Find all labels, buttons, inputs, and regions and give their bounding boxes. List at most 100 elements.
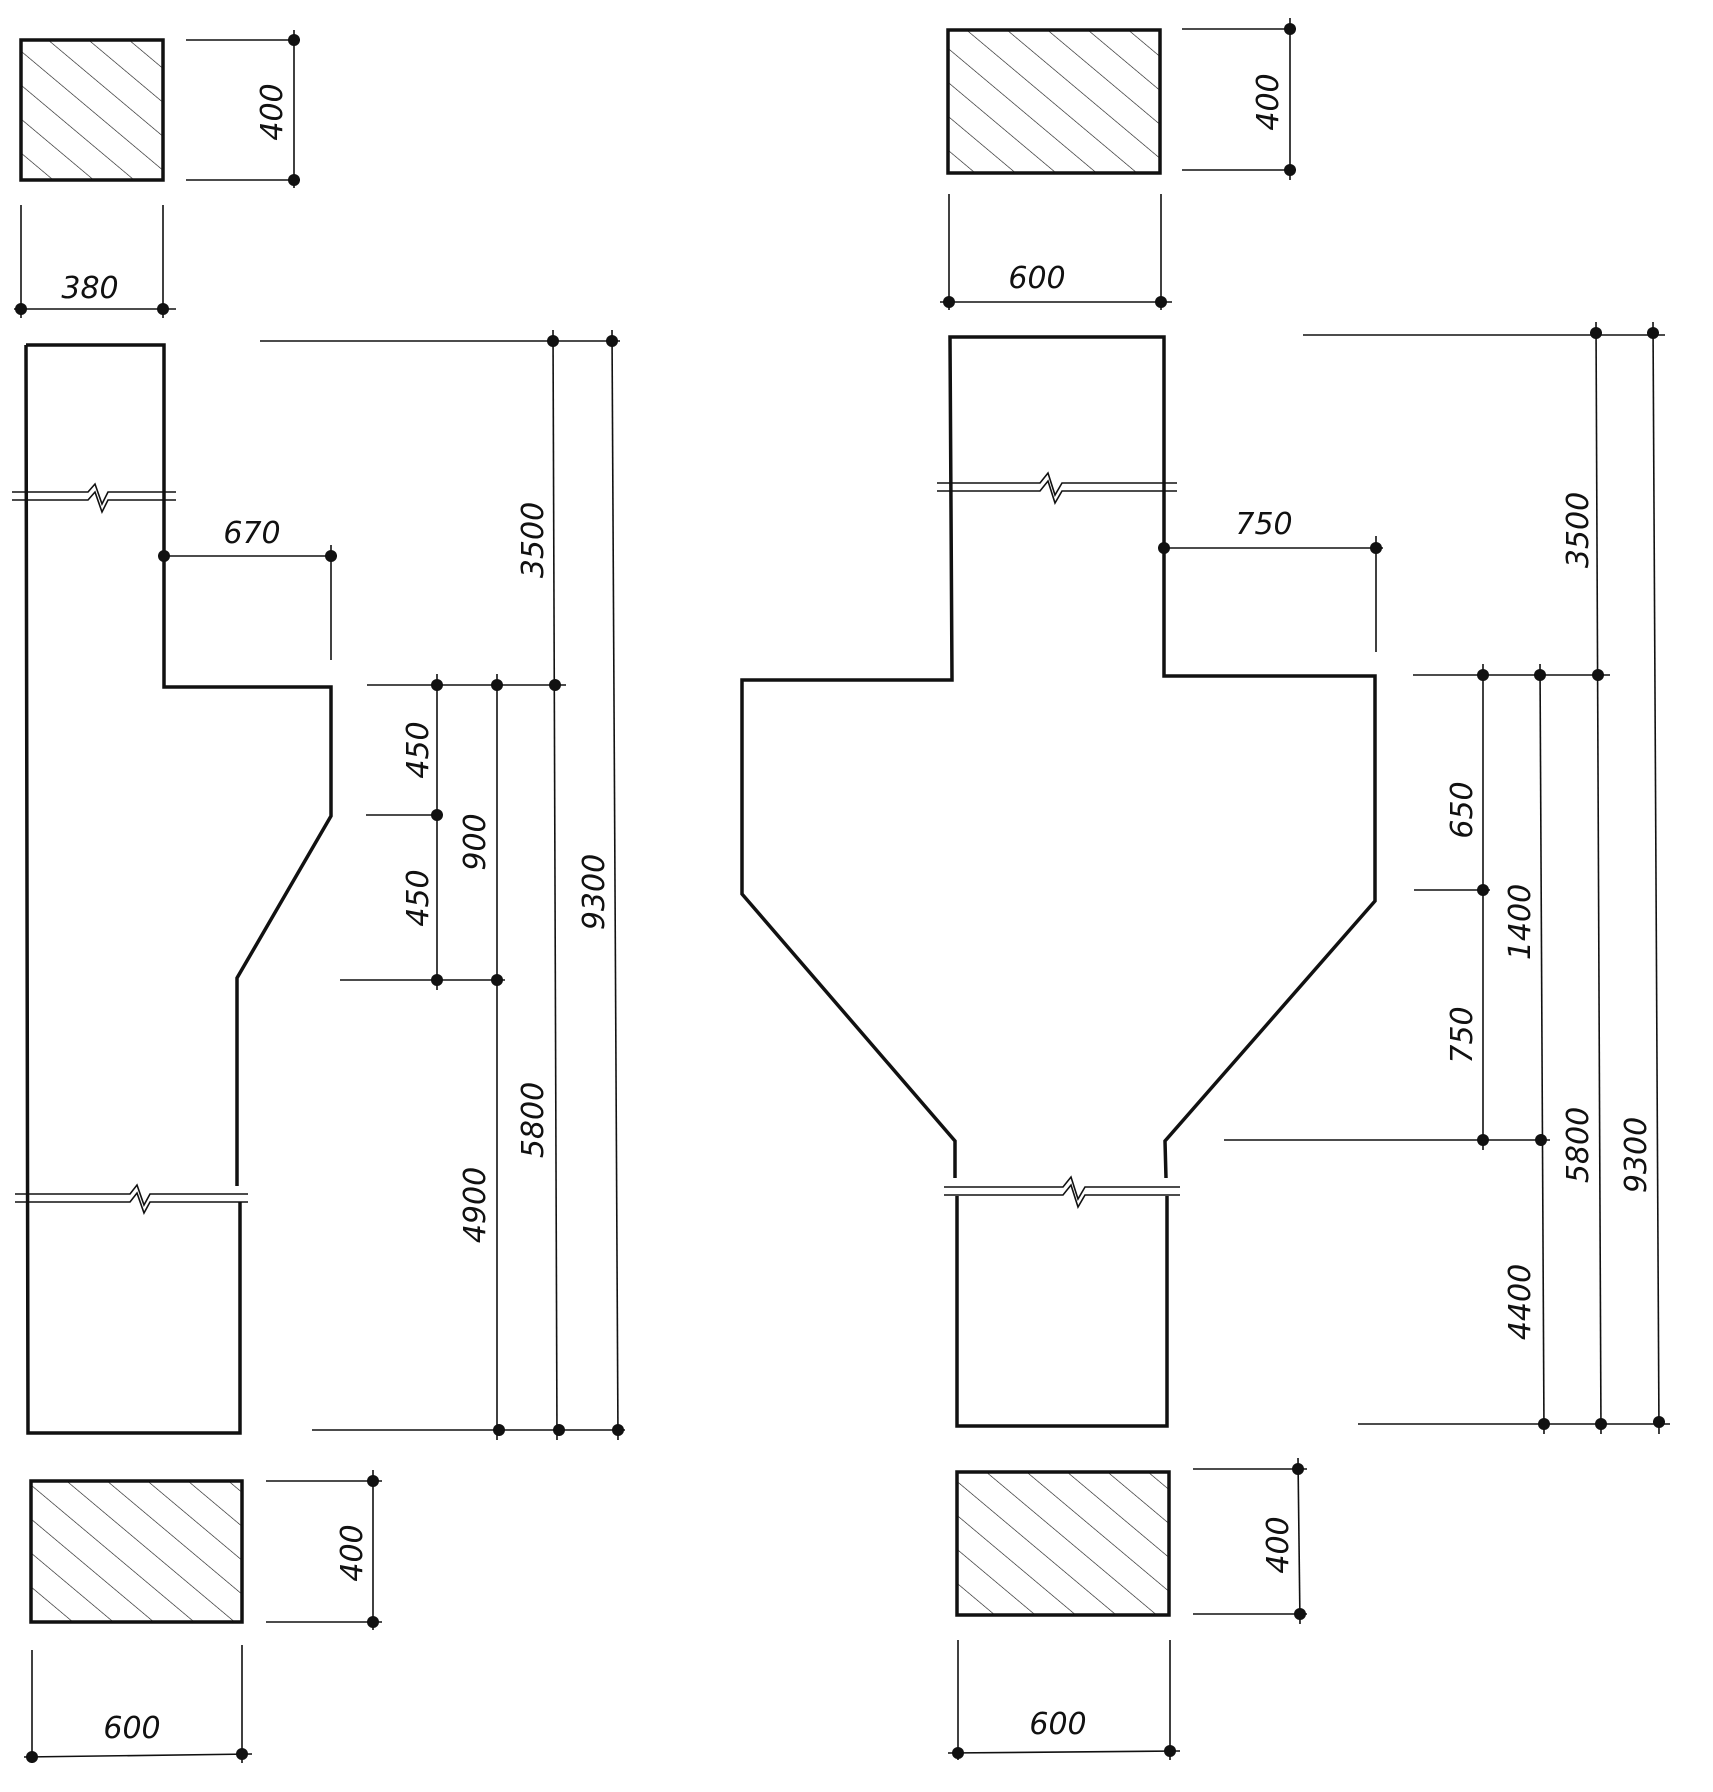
right-elevation-outline xyxy=(740,335,1377,1179)
left-bottom-height-label: 400 xyxy=(335,1524,370,1581)
dimension-tick xyxy=(288,34,300,46)
dimension-tick xyxy=(1590,327,1602,339)
dimension-tick xyxy=(549,679,561,691)
dimension-tick xyxy=(1155,296,1167,308)
right-column: 400 600 750 xyxy=(740,18,1670,1760)
left-lower-column-label: 4900 xyxy=(458,1167,493,1243)
dimension-tick xyxy=(1535,1134,1547,1146)
right-elevation xyxy=(740,335,1377,1428)
break-line xyxy=(12,490,176,515)
dimension-tick xyxy=(1534,669,1546,681)
break-line xyxy=(15,1183,248,1207)
dimension-tick xyxy=(1294,1608,1306,1620)
right-bracket-depth-label: 1400 xyxy=(1503,884,1538,960)
dimension-tick xyxy=(1284,23,1296,35)
dimension-line xyxy=(1539,663,1545,1435)
left-haunch-vertical-label: 450 xyxy=(401,721,436,778)
left-top-width-label: 380 xyxy=(61,271,118,306)
break-line xyxy=(12,482,176,507)
left-total-height-label: 9300 xyxy=(577,854,612,930)
dimension-line xyxy=(1652,321,1660,1435)
left-top-height-label: 400 xyxy=(255,83,290,140)
right-bracket-dimension: 750 xyxy=(1158,507,1383,652)
dimension-line xyxy=(611,329,619,1441)
dimension-line xyxy=(947,1750,1181,1754)
break-line xyxy=(944,1183,1180,1209)
left-elevation-outline xyxy=(26,343,333,1186)
right-haunch-vertical-label: 650 xyxy=(1445,781,1480,838)
dimension-tick xyxy=(952,1747,964,1759)
left-top-section-rect xyxy=(19,38,165,182)
dimension-tick xyxy=(1647,327,1659,339)
dimension-tick xyxy=(491,974,503,986)
right-lower-column-label: 4400 xyxy=(1503,1264,1538,1340)
left-elevation-outline xyxy=(24,344,242,1435)
left-top-section: 400 380 xyxy=(14,30,300,318)
dimension-tick xyxy=(431,809,443,821)
dimension-tick xyxy=(612,1424,624,1436)
left-bracket-projection-label: 670 xyxy=(223,516,280,551)
dimension-tick xyxy=(943,296,955,308)
dimension-tick xyxy=(1538,1418,1550,1430)
right-top-section: 400 600 xyxy=(940,18,1296,310)
dimension-tick xyxy=(236,1748,248,1760)
dimension-tick xyxy=(431,974,443,986)
dimension-tick xyxy=(1477,669,1489,681)
dimension-tick xyxy=(547,335,559,347)
dimension-tick xyxy=(367,1616,379,1628)
dimension-tick xyxy=(158,550,170,562)
left-column: 400 380 670 xyxy=(12,30,625,1763)
right-top-section-rect xyxy=(946,28,1162,175)
dimension-tick xyxy=(26,1751,38,1763)
right-bracket-projection-label: 750 xyxy=(1235,507,1292,542)
dimension-line xyxy=(1595,321,1602,1435)
dimension-tick xyxy=(431,679,443,691)
dimension-tick xyxy=(157,303,169,315)
dimension-line xyxy=(1297,1457,1301,1625)
dimension-tick xyxy=(553,1424,565,1436)
right-top-width-label: 600 xyxy=(1008,261,1065,296)
dimension-tick xyxy=(15,303,27,315)
dimension-tick xyxy=(325,550,337,562)
left-upper-height-label: 3500 xyxy=(516,502,551,578)
dimension-tick xyxy=(491,679,503,691)
left-elevation xyxy=(12,343,333,1435)
dimension-tick xyxy=(367,1475,379,1487)
dimension-tick xyxy=(606,335,618,347)
dimension-tick xyxy=(1477,1134,1489,1146)
right-elevation-outline xyxy=(955,1196,1169,1428)
right-top-height-label: 400 xyxy=(1251,73,1286,130)
right-bottom-width-label: 600 xyxy=(1029,1707,1086,1742)
dimension-tick xyxy=(1284,164,1296,176)
right-bottom-section-rect xyxy=(955,1470,1171,1617)
left-bottom-width-label: 600 xyxy=(103,1711,160,1746)
break-line xyxy=(15,1191,248,1215)
right-bottom-section: 400 600 xyxy=(947,1457,1307,1760)
dimension-tick xyxy=(1158,542,1170,554)
left-bracket-dimension: 670 xyxy=(158,516,337,660)
dimension-tick xyxy=(1592,669,1604,681)
left-bracket-depth-label: 900 xyxy=(458,813,493,870)
dimension-tick xyxy=(1292,1463,1304,1475)
right-upper-height-label: 3500 xyxy=(1561,492,1596,568)
dimension-tick xyxy=(288,174,300,186)
left-haunch-sloped-label: 450 xyxy=(401,869,436,926)
left-lower-total-label: 5800 xyxy=(516,1082,551,1158)
break-line xyxy=(937,471,1177,497)
left-bottom-section-rect xyxy=(29,1479,244,1624)
break-line xyxy=(944,1175,1180,1201)
right-bottom-height-label: 400 xyxy=(1261,1516,1296,1573)
dimension-tick xyxy=(493,1424,505,1436)
right-haunch-sloped-label: 750 xyxy=(1445,1006,1480,1063)
dimension-line xyxy=(23,1753,253,1758)
dimension-tick xyxy=(1477,884,1489,896)
dimension-line xyxy=(552,329,558,1441)
dimension-tick xyxy=(1370,542,1382,554)
right-total-height-label: 9300 xyxy=(1619,1117,1654,1193)
left-bottom-section: 400 600 xyxy=(23,1470,382,1763)
dimension-tick xyxy=(1164,1745,1176,1757)
dimension-tick xyxy=(1595,1418,1607,1430)
break-line xyxy=(937,479,1177,505)
right-lower-total-label: 5800 xyxy=(1561,1107,1596,1183)
